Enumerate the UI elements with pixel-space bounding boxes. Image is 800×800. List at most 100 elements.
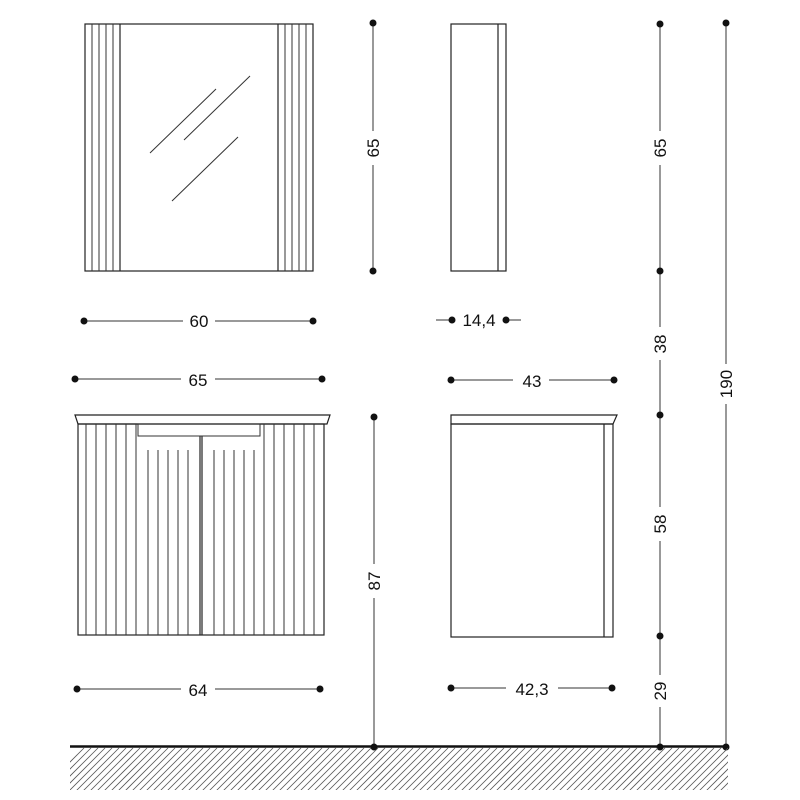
dim-mirror-depth: 14,4 [436, 311, 521, 330]
hatch-line [433, 747, 477, 790]
hatch-line [440, 747, 484, 790]
vanity-slot-marks [147, 450, 255, 458]
hatch-line [118, 747, 162, 790]
hatch-line [237, 747, 281, 790]
hatch-line [496, 747, 540, 790]
hatch-line [412, 747, 456, 790]
hatch-line [188, 747, 232, 790]
dim-label-mirror-width: 60 [190, 312, 209, 331]
hatch-line [740, 748, 784, 792]
hatch-line [258, 747, 302, 790]
hatch-line [174, 747, 218, 790]
hatch-line [510, 747, 554, 790]
hatch-line [468, 747, 512, 790]
dim-label-cabinet-top-width: 65 [189, 371, 208, 390]
hatch-line [384, 747, 428, 790]
hatch-line [216, 747, 260, 790]
hatch-line [272, 747, 316, 790]
hatch-line [706, 768, 728, 790]
hatch-line [370, 747, 414, 790]
hatch-line [754, 748, 798, 792]
hatch-line [580, 747, 624, 790]
hatch-line [70, 747, 92, 770]
dim-cabinet-top-width: 65 [71, 371, 326, 390]
hatch-line [524, 747, 568, 790]
hatch-line [307, 747, 351, 790]
hatch-line [475, 747, 519, 790]
hatch-line [83, 747, 127, 790]
hatch-line [531, 747, 575, 790]
hatch-line [146, 747, 190, 790]
dim-label-cabinet-bottom-width: 64 [189, 681, 208, 700]
mirror-glare-lines [149, 75, 251, 202]
hatch-line [202, 747, 246, 790]
dim-label-cabinet-height: 87 [365, 572, 384, 591]
hatch-line [747, 748, 791, 792]
hatch-line [97, 747, 141, 790]
hatch-line [76, 747, 120, 790]
vanity-grooves-left [85, 424, 189, 635]
dim-total-height: 190 [717, 19, 736, 751]
hatch-line [181, 747, 225, 790]
hatch-line [489, 747, 533, 790]
vanity-handle-recess [137, 423, 261, 437]
dim-label-mirror-depth: 14,4 [462, 311, 495, 330]
dim-label-elev-gap: 38 [651, 335, 670, 354]
hatch-line [775, 748, 800, 792]
hatch-line [286, 747, 330, 790]
hatch-line [761, 748, 800, 792]
floor-line [70, 745, 800, 792]
hatch-line [356, 747, 400, 790]
hatch-line [132, 747, 176, 790]
dim-mirror-height: 65 [364, 19, 383, 275]
hatch-line [104, 747, 148, 790]
hatch-line [265, 747, 309, 790]
hatch-line [733, 748, 777, 792]
hatch-line [405, 747, 449, 790]
hatch-line [615, 747, 659, 790]
hatch-line [685, 747, 728, 790]
hatch-line [629, 747, 673, 790]
hatch-line [314, 747, 358, 790]
hatch-line [328, 747, 372, 790]
hatch-line [398, 747, 442, 790]
hatch-line [391, 747, 435, 790]
dim-cabinet-height: 87 [365, 413, 384, 751]
hatch-line [664, 747, 708, 790]
hatch-line [720, 782, 728, 790]
hatch-line [587, 747, 631, 790]
hatch-line [699, 761, 728, 790]
hatch-line [223, 747, 267, 790]
vanity-cabinet-front [74, 414, 331, 636]
hatch-line [139, 747, 183, 790]
hatch-line [636, 747, 680, 790]
hatch-line [300, 747, 344, 790]
dim-label-mirror-height: 65 [364, 139, 383, 158]
hatch-line [426, 747, 470, 790]
vanity-cabinet-side [450, 414, 618, 638]
hatch-line [244, 747, 288, 790]
dim-cabinet-bottom-width: 64 [73, 681, 324, 700]
hatch-line [678, 747, 722, 790]
mirror-cabinet-side [450, 23, 507, 272]
hatch-line [349, 747, 393, 790]
hatch-line [90, 747, 134, 790]
hatch-line [70, 747, 85, 763]
hatch-line [70, 747, 106, 784]
hatch-line [125, 747, 169, 790]
hatch-line [545, 747, 589, 790]
hatch-line [692, 754, 728, 790]
dim-mirror-width: 60 [80, 312, 317, 331]
mirror-side-grooves-right [284, 24, 307, 271]
mirror-side-grooves-left [91, 24, 114, 271]
hatch-line [461, 747, 505, 790]
dim-cabinet-side-top-depth: 43 [447, 372, 618, 391]
hatch-line [650, 747, 694, 790]
hatch-line [727, 789, 728, 790]
hatch-line [671, 747, 715, 790]
hatch-line [160, 747, 204, 790]
hatch-line [363, 747, 407, 790]
floor-hatching [70, 747, 800, 792]
hatch-line [608, 747, 652, 790]
hatch-line [230, 747, 274, 790]
